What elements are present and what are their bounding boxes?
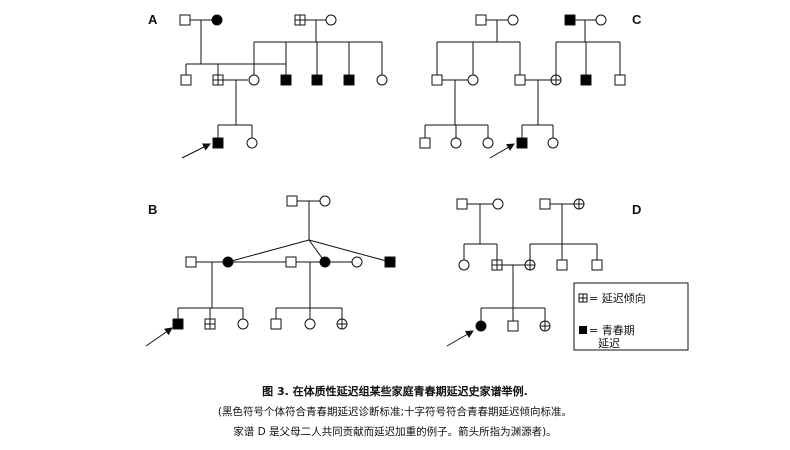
pedigree-b-sister <box>237 318 249 330</box>
pedigree-lines <box>177 19 621 326</box>
pedigree-d-proband <box>475 320 487 332</box>
pedigree-a-sister <box>246 137 258 149</box>
pedigree-c-grandfather-2 <box>564 14 576 26</box>
pedigree-b-cousin-1 <box>270 318 282 330</box>
legend-delay-tendency: = 延迟倾向 <box>589 291 646 305</box>
pedigree-a-grandmother-2 <box>325 14 337 26</box>
pedigree-a-proband <box>212 137 224 149</box>
pedigree-b-aunt-2 <box>351 256 363 268</box>
pedigree-d-father <box>491 259 503 271</box>
pedigree-c-cousin-2 <box>450 137 462 149</box>
pedigree-c-uncle-3 <box>614 74 626 86</box>
legend-cross-square-icon <box>578 293 588 303</box>
pedigree-b-brother <box>204 318 216 330</box>
pedigree-c-cousin-1 <box>419 137 431 149</box>
proband-arrow <box>181 143 211 159</box>
panel-label-a: A <box>148 12 158 27</box>
pedigree-b-grandmother <box>319 195 331 207</box>
pedigree-b-proband <box>172 318 184 330</box>
pedigree-symbols <box>172 14 626 332</box>
pedigree-a-aunt-4 <box>376 74 388 86</box>
pedigree-d-grandmother-2 <box>573 198 585 210</box>
pedigree-c-proband <box>516 137 528 149</box>
pedigree-b-father <box>185 256 197 268</box>
pedigree-d-mother <box>524 259 536 271</box>
pedigree-c-mother <box>550 74 562 86</box>
pedigree-a-uncle-2 <box>311 74 323 86</box>
pedigree-a-grandfather-2 <box>294 14 306 26</box>
legend-puberty-delay-line2: 延迟 <box>598 337 620 350</box>
pedigree-b-uncle-in-law <box>285 256 297 268</box>
pedigree-d-grandmother-1 <box>492 198 504 210</box>
pedigree-a-grandfather-1 <box>179 14 191 26</box>
pedigree-c-uncle-2 <box>580 74 592 86</box>
pedigree-d-sister <box>539 320 551 332</box>
pedigree-a-uncle <box>180 74 192 86</box>
pedigree-b-cousin-3 <box>336 318 348 330</box>
legend-filled-square-icon <box>579 326 587 334</box>
legend-box: = 延迟倾向 = 青春期 延迟 <box>573 282 689 351</box>
caption-title: 图 3. 在体质性延迟组某些家庭青春期延迟史家谱举例. <box>262 385 528 398</box>
pedigree-d-brother <box>507 320 519 332</box>
panel-label-b: B <box>148 202 157 217</box>
pedigree-d-uncle-1 <box>556 259 568 271</box>
pedigree-a-mother <box>248 74 260 86</box>
panel-label-c: C <box>632 12 642 27</box>
pedigree-c-sister <box>547 137 559 149</box>
pedigree-a-uncle-3 <box>343 74 355 86</box>
pedigree-d-grandfather-2 <box>539 198 551 210</box>
pedigree-b-grandfather <box>286 195 298 207</box>
pedigree-c-aunt <box>467 74 479 86</box>
proband-arrows <box>145 143 515 347</box>
pedigree-a-grandmother-1 <box>211 14 223 26</box>
legend-puberty-delay-line1: = 青春期 <box>589 324 635 337</box>
proband-arrow <box>145 327 173 347</box>
proband-arrow <box>489 143 515 159</box>
pedigree-b-cousin-2 <box>304 318 316 330</box>
caption-note-1: (黑色符号个体符合青春期延迟诊断标准;十字符号符合青春期延迟倾向标准。 <box>217 406 573 418</box>
pedigree-c-uncle-in-law <box>431 74 443 86</box>
panel-label-d: D <box>632 202 641 217</box>
pedigree-d-uncle-2 <box>591 259 603 271</box>
pedigree-c-grandfather-1 <box>475 14 487 26</box>
pedigree-b-uncle <box>384 256 396 268</box>
pedigree-d-grandfather-1 <box>456 198 468 210</box>
pedigree-d-aunt <box>458 259 470 271</box>
pedigree-b-aunt <box>319 256 331 268</box>
pedigree-a-aunt-1 <box>280 74 292 86</box>
pedigree-c-cousin-3 <box>482 137 494 149</box>
pedigree-b-mother <box>222 256 234 268</box>
pedigree-a-father <box>212 74 224 86</box>
pedigree-c-grandmother-1 <box>507 14 519 26</box>
caption-note-2: 家谱 D 是父母二人共同贡献而延迟加重的例子。箭头所指为渊源者)。 <box>233 426 557 438</box>
proband-arrow <box>446 330 474 347</box>
pedigree-c-grandmother-2 <box>595 14 607 26</box>
pedigree-c-father <box>514 74 526 86</box>
